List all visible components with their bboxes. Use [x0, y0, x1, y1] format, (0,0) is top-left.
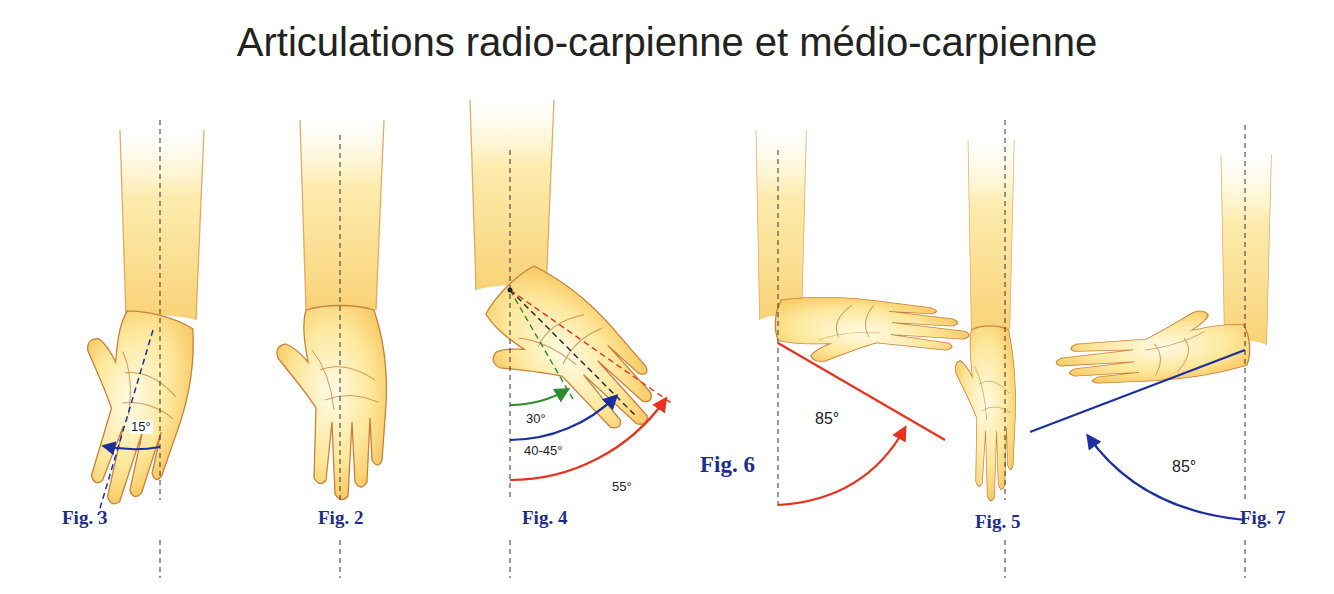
hand-axis — [510, 290, 575, 403]
title: Articulations radio-carpienne et médio-c… — [237, 20, 1097, 64]
figure-number: Fig. 5 — [975, 512, 1020, 533]
hand-axis — [510, 290, 674, 405]
hand-figure-3 — [50, 130, 206, 515]
angle-arc — [1088, 436, 1245, 520]
hand-figure-2 — [277, 120, 387, 500]
axis-line — [160, 120, 161, 500]
figure-number: Fig. 4 — [522, 508, 567, 529]
axis-line — [510, 540, 511, 578]
angle-value: 30° — [526, 412, 546, 426]
angle-arc — [104, 446, 160, 449]
hand-figure-6 — [756, 130, 971, 374]
hand-axis — [98, 330, 153, 515]
angle-arc — [510, 396, 616, 440]
figure-number: Fig. 2 — [318, 508, 363, 529]
hand-axis — [778, 343, 945, 440]
angle-arc — [510, 390, 568, 405]
axis-line — [340, 540, 341, 578]
axis-line — [1005, 120, 1006, 500]
figure-number: Fig. 3 — [62, 508, 107, 529]
axis-line — [1245, 125, 1246, 500]
hand-figure-4 — [462, 100, 677, 469]
axis-line — [510, 150, 511, 500]
axis-line — [340, 135, 341, 500]
hand-figure-5 — [955, 140, 1015, 501]
hand-axis — [510, 290, 637, 417]
axis-line — [778, 150, 779, 510]
angle-arc — [510, 399, 666, 480]
axis-line — [160, 540, 161, 578]
hand-axis — [1030, 350, 1245, 432]
angle-value: 85° — [815, 410, 839, 428]
pivot-dot — [508, 288, 513, 293]
angle-arc — [778, 428, 905, 505]
hand-figure-7 — [1053, 155, 1272, 389]
angle-value: 40-45° — [524, 444, 562, 458]
axis-line — [1005, 540, 1006, 578]
axis-line — [1245, 540, 1246, 578]
angle-value: 85° — [1172, 458, 1196, 476]
figure-number: Fig. 6 — [700, 452, 755, 477]
angle-value: 55° — [612, 480, 632, 494]
angle-value: 15° — [129, 420, 153, 434]
figure-number: Fig. 7 — [1240, 508, 1285, 529]
